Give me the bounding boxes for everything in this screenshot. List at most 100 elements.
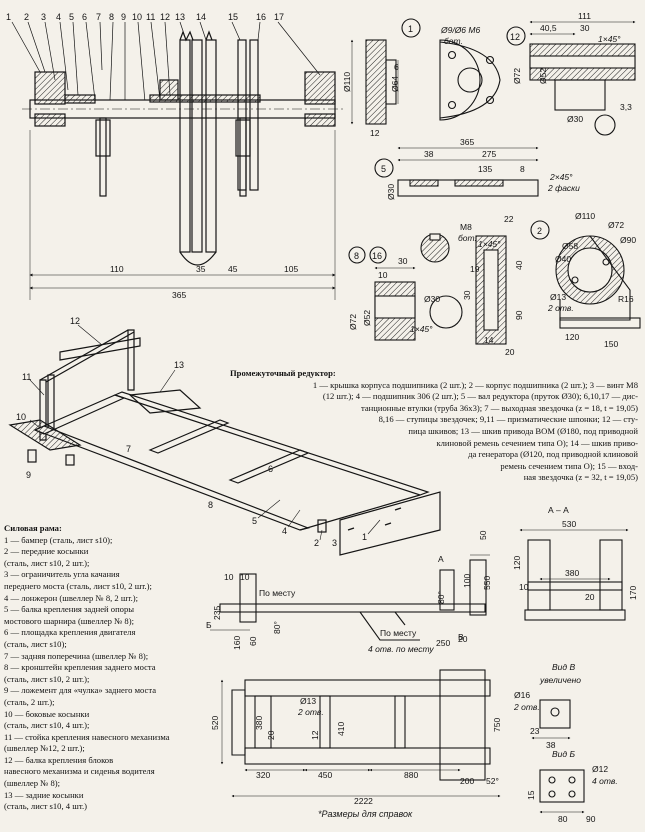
detail-8-d10: 10 — [378, 270, 388, 280]
detail-12-d40: 40,5 — [540, 23, 557, 33]
dim-110: 110 — [110, 264, 124, 274]
section-aa-title: А – А — [548, 505, 569, 515]
callout-10: 10 — [132, 12, 142, 22]
reducer-assembly — [11, 21, 345, 300]
frame-caption-line: (сталь, лист s10); — [4, 638, 67, 649]
detail-2 — [530, 220, 641, 329]
view-b-title: Вид Б — [552, 749, 575, 759]
detail-2-d90: Ø90 — [620, 235, 636, 245]
view-v-holes: 2 отв. — [513, 702, 540, 712]
plan-total: 2222 — [354, 796, 373, 806]
frame-callout-11: 11 — [22, 372, 31, 382]
detail-1-number: 1 — [408, 24, 413, 34]
detail-8-chamf: 1×45° — [410, 324, 433, 334]
frame-caption-line: 3 — ограничитель угла качания — [4, 569, 120, 580]
callout-2: 2 — [24, 12, 29, 22]
section-aa-170: 170 — [628, 586, 638, 600]
frame-caption-line: 7 — задняя поперечина (швеллер № 8); — [4, 650, 149, 661]
section-aa-120: 120 — [512, 556, 522, 570]
detail-2-bot: бот. — [458, 233, 477, 243]
frame-callout-6: 6 — [268, 464, 273, 474]
detail-2-chamf: 1×45° — [478, 239, 501, 249]
dim-d110: Ø110 — [342, 72, 352, 92]
plan-holes: 2 отв. — [297, 707, 324, 717]
detail-2-d30: 30 — [462, 290, 472, 300]
plan-d320: 320 — [256, 770, 270, 780]
detail-16-number: 16 — [372, 251, 382, 261]
view-b — [539, 769, 585, 814]
callout-5: 5 — [69, 12, 74, 22]
reducer-dimensions: 110 35 45 105 365 — [110, 264, 298, 300]
detail-1-note: бот. — [444, 36, 463, 46]
frame-caption-line: 1 — бампер (сталь, лист s10); — [4, 534, 113, 545]
detail-2-d22: 22 — [504, 214, 514, 224]
frame-callout-13: 13 — [174, 360, 184, 370]
detail-8-d52: Ø52 — [362, 310, 372, 326]
callout-17: 17 — [274, 12, 284, 22]
callout-16: 16 — [256, 12, 266, 22]
detail-2-m8: М8 — [460, 222, 472, 232]
detail-2-d72: Ø72 — [608, 220, 624, 230]
frame-caption-line: (сталь, 2 шт.); — [4, 696, 55, 707]
side-d60: 60 — [248, 636, 258, 646]
detail-1 — [401, 18, 501, 121]
reducer-caption-line: да генератора (Ø120, под приводной клино… — [468, 449, 638, 460]
frame-caption-line: (сталь, лист s10, 2 шт.); — [4, 673, 90, 684]
detail-5-total: 365 — [460, 137, 474, 147]
detail-2-d40: Ø40 — [555, 254, 571, 264]
detail-5-d30: Ø30 — [386, 184, 396, 200]
side-d20: 20 — [458, 634, 468, 644]
detail-2-d13: Ø13 — [550, 292, 566, 302]
detail-12 — [506, 20, 636, 136]
view-b-d12: Ø12 — [592, 764, 608, 774]
plan-d52: 52° — [486, 776, 499, 786]
frame-callout-7: 7 — [126, 444, 131, 454]
frame-isometric — [8, 324, 441, 556]
frame-callout-4: 4 — [282, 526, 287, 536]
frame-caption-line: 4 — лонжерон (швеллер № 8, 2 шт.); — [4, 592, 138, 603]
section-aa-10: 10 — [519, 582, 529, 592]
dim-105: 105 — [284, 264, 298, 274]
detail-2-d120: 120 — [565, 332, 579, 342]
side-label-b: Б — [206, 620, 212, 630]
view-b-d15: 15 — [526, 790, 536, 800]
frame-caption-line: мостового шарнира (швеллер № 8); — [4, 615, 134, 626]
dim-w6: 6 — [394, 62, 399, 72]
frame-callout-2: 2 — [314, 538, 319, 548]
plan-d13: Ø13 — [300, 696, 316, 706]
detail-2-number: 2 — [537, 226, 542, 236]
plan-d450: 450 — [318, 770, 332, 780]
reducer-caption-title: Промежуточный редуктор: — [230, 368, 336, 378]
cover-section — [350, 39, 399, 125]
dim-35: 35 — [196, 264, 206, 274]
reducer-caption-line: 8,16 — ступицы звездочек; 9,11 — призмат… — [378, 414, 638, 425]
frame-caption-line: (сталь, лист s10, 4 шт.) — [4, 801, 87, 812]
plan-view — [220, 669, 501, 798]
frame-caption-line: 5 — балка крепления задней опоры — [4, 604, 135, 615]
plan-d520: 520 — [210, 716, 220, 730]
callout-13: 13 — [175, 12, 185, 22]
side-d80b: 80° — [436, 591, 446, 604]
frame-caption-line: 9 — ложемент для «чулка» заднего моста — [4, 685, 157, 696]
frame-caption-line: (сталь, лист s10, 4 шт.); — [4, 720, 90, 731]
frame-caption-line: 2 — передние косынки — [4, 546, 89, 557]
callout-15: 15 — [228, 12, 238, 22]
reducer-caption-line: клиновой ремень сечением типа О); 14 — ш… — [436, 437, 638, 448]
detail-12-d33: 3,3 — [620, 102, 632, 112]
side-label-v: В — [458, 632, 464, 642]
detail-2-d110: Ø110 — [575, 211, 595, 221]
callout-8: 8 — [109, 12, 114, 22]
reducer-caption-line: (12 шт.); 4 — подшипник 306 (2 шт.); 5 —… — [322, 391, 638, 402]
view-v-d23: 23 — [530, 726, 540, 736]
detail-5-sides: 2 фаски — [547, 183, 580, 193]
dim-w12: 12 — [370, 128, 380, 138]
detail-2-d40s: 40 — [514, 260, 524, 270]
frame-callout-10: 10 — [16, 412, 26, 422]
reducer-caption-line: ная звездочка (z = 32, t = 19,05) — [523, 472, 638, 483]
detail-12-chamfer: 1×45° — [598, 34, 621, 44]
detail-2-d14: 14 — [484, 335, 494, 345]
frame-caption-line: 13 — задние косынки — [4, 789, 84, 800]
detail-5-chamfer: 2×45° — [549, 172, 573, 182]
side-label-a: А — [438, 554, 444, 564]
